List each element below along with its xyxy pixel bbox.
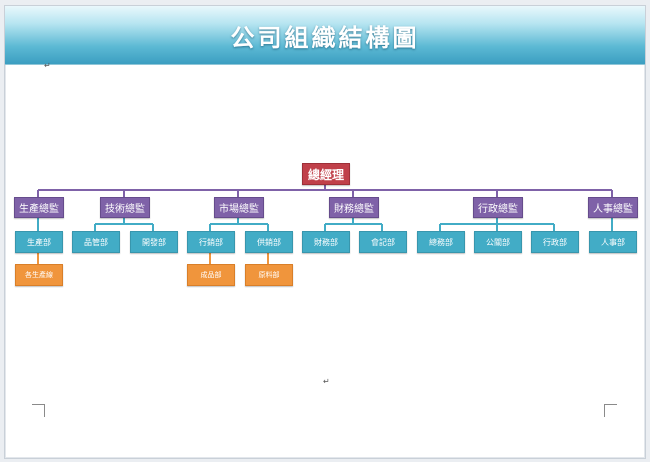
org-unit-production-lines[interactable]: 各生產線 (15, 264, 63, 286)
org-dept-public-relations[interactable]: 公關部 (474, 231, 522, 253)
org-director-hr[interactable]: 人事總監 (588, 197, 638, 218)
org-dept-finance[interactable]: 財務部 (302, 231, 350, 253)
org-unit-finished-goods[interactable]: 成品部 (187, 264, 235, 286)
crop-mark-left (32, 404, 45, 417)
root-connectors (37, 185, 613, 197)
org-dept-administration[interactable]: 行政部 (531, 231, 579, 253)
org-dept-personnel[interactable]: 人事部 (589, 231, 637, 253)
paragraph-mark-top: ↵ (44, 61, 51, 70)
org-dept-production[interactable]: 生產部 (15, 231, 63, 253)
crop-mark-right (604, 404, 617, 417)
org-root-general-manager[interactable]: 總經理 (302, 163, 350, 185)
org-director-finance[interactable]: 財務總監 (329, 197, 379, 218)
title-banner: 公司組織結構圖 (5, 6, 645, 65)
page-title: 公司組織結構圖 (230, 23, 420, 52)
org-dept-quality[interactable]: 品管部 (72, 231, 120, 253)
org-director-technology[interactable]: 技術總監 (100, 197, 150, 218)
org-dept-development[interactable]: 開發部 (130, 231, 178, 253)
department-connectors (37, 252, 269, 264)
org-director-production[interactable]: 生產總監 (14, 197, 64, 218)
org-dept-general-affairs[interactable]: 總務部 (417, 231, 465, 253)
org-director-market[interactable]: 市場總監 (214, 197, 264, 218)
director-connectors (37, 217, 613, 231)
org-dept-supply-sales[interactable]: 供銷部 (245, 231, 293, 253)
paragraph-mark-bottom: ↵ (323, 377, 330, 386)
org-unit-raw-materials[interactable]: 原料部 (245, 264, 293, 286)
org-dept-accounting[interactable]: 會記部 (359, 231, 407, 253)
org-dept-marketing[interactable]: 行銷部 (187, 231, 235, 253)
org-director-admin[interactable]: 行政總監 (473, 197, 523, 218)
